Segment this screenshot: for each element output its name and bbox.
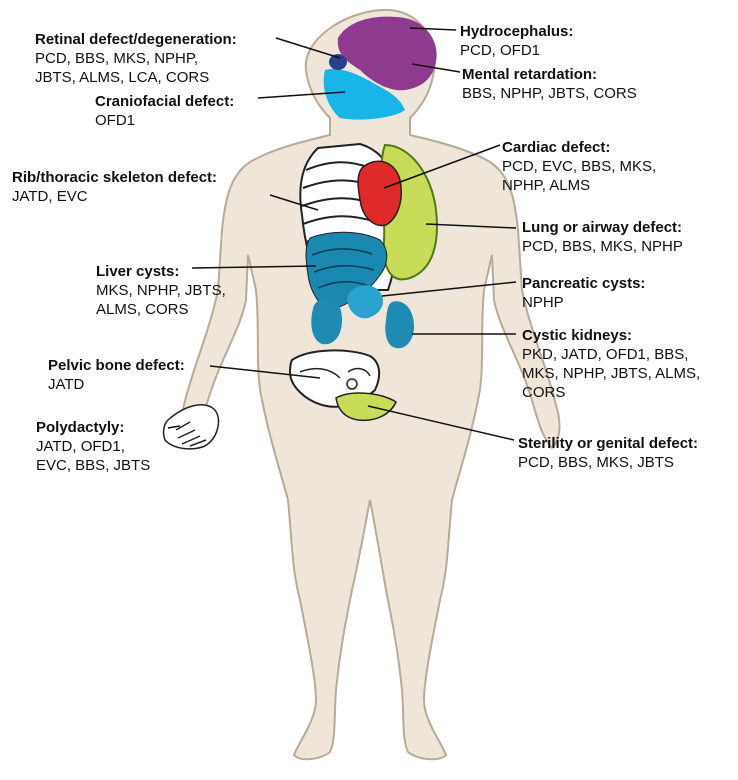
label-retinal-title: Retinal defect/degeneration:	[35, 30, 237, 49]
label-cardiac-genes-2: NPHP, ALMS	[502, 176, 656, 195]
label-mental-genes: BBS, NPHP, JBTS, CORS	[462, 84, 637, 103]
label-pancreas-title: Pancreatic cysts:	[522, 274, 645, 293]
label-cardiac-genes-1: PCD, EVC, BBS, MKS,	[502, 157, 656, 176]
label-kidney-genes-2: MKS, NPHP, JBTS, ALMS,	[522, 364, 700, 383]
label-sterility-genes: PCD, BBS, MKS, JBTS	[518, 453, 698, 472]
label-sterility-title: Sterility or genital defect:	[518, 434, 698, 453]
label-craniofacial-genes: OFD1	[95, 111, 234, 130]
label-rib-title: Rib/thoracic skeleton defect:	[12, 168, 217, 187]
label-mental: Mental retardation: BBS, NPHP, JBTS, COR…	[462, 65, 637, 103]
label-polydactyly-genes-2: EVC, BBS, JBTS	[36, 456, 150, 475]
label-kidney-title: Cystic kidneys:	[522, 326, 700, 345]
label-polydactyly: Polydactyly: JATD, OFD1, EVC, BBS, JBTS	[36, 418, 150, 475]
label-lung-title: Lung or airway defect:	[522, 218, 683, 237]
label-kidney-genes-1: PKD, JATD, OFD1, BBS,	[522, 345, 700, 364]
label-hydrocephalus-title: Hydrocephalus:	[460, 22, 573, 41]
label-polydactyly-genes-1: JATD, OFD1,	[36, 437, 150, 456]
label-pancreas-genes: NPHP	[522, 293, 645, 312]
label-craniofacial: Craniofacial defect: OFD1	[95, 92, 234, 130]
label-kidney: Cystic kidneys: PKD, JATD, OFD1, BBS, MK…	[522, 326, 700, 402]
label-liver-title: Liver cysts:	[96, 262, 226, 281]
label-lung-genes: PCD, BBS, MKS, NPHP	[522, 237, 683, 256]
label-pancreas: Pancreatic cysts: NPHP	[522, 274, 645, 312]
label-rib-genes: JATD, EVC	[12, 187, 217, 206]
label-cardiac-title: Cardiac defect:	[502, 138, 656, 157]
label-pelvic-title: Pelvic bone defect:	[48, 356, 185, 375]
label-mental-title: Mental retardation:	[462, 65, 637, 84]
label-lung: Lung or airway defect: PCD, BBS, MKS, NP…	[522, 218, 683, 256]
label-retinal-genes-2: JBTS, ALMS, LCA, CORS	[35, 68, 237, 87]
left-kidney	[311, 298, 342, 344]
label-pelvic-genes: JATD	[48, 375, 185, 394]
label-cardiac: Cardiac defect: PCD, EVC, BBS, MKS, NPHP…	[502, 138, 656, 195]
label-sterility: Sterility or genital defect: PCD, BBS, M…	[518, 434, 698, 472]
label-rib: Rib/thoracic skeleton defect: JATD, EVC	[12, 168, 217, 206]
label-liver: Liver cysts: MKS, NPHP, JBTS, ALMS, CORS	[96, 262, 226, 319]
label-craniofacial-title: Craniofacial defect:	[95, 92, 234, 111]
eye-region	[329, 54, 347, 70]
label-liver-genes-1: MKS, NPHP, JBTS,	[96, 281, 226, 300]
label-hydrocephalus-genes: PCD, OFD1	[460, 41, 573, 60]
label-hydrocephalus: Hydrocephalus: PCD, OFD1	[460, 22, 573, 60]
label-pelvic: Pelvic bone defect: JATD	[48, 356, 185, 394]
label-retinal: Retinal defect/degeneration: PCD, BBS, M…	[35, 30, 237, 87]
label-kidney-genes-3: CORS	[522, 383, 700, 402]
label-polydactyly-title: Polydactyly:	[36, 418, 150, 437]
label-liver-genes-2: ALMS, CORS	[96, 300, 226, 319]
label-retinal-genes-1: PCD, BBS, MKS, NPHP,	[35, 49, 237, 68]
